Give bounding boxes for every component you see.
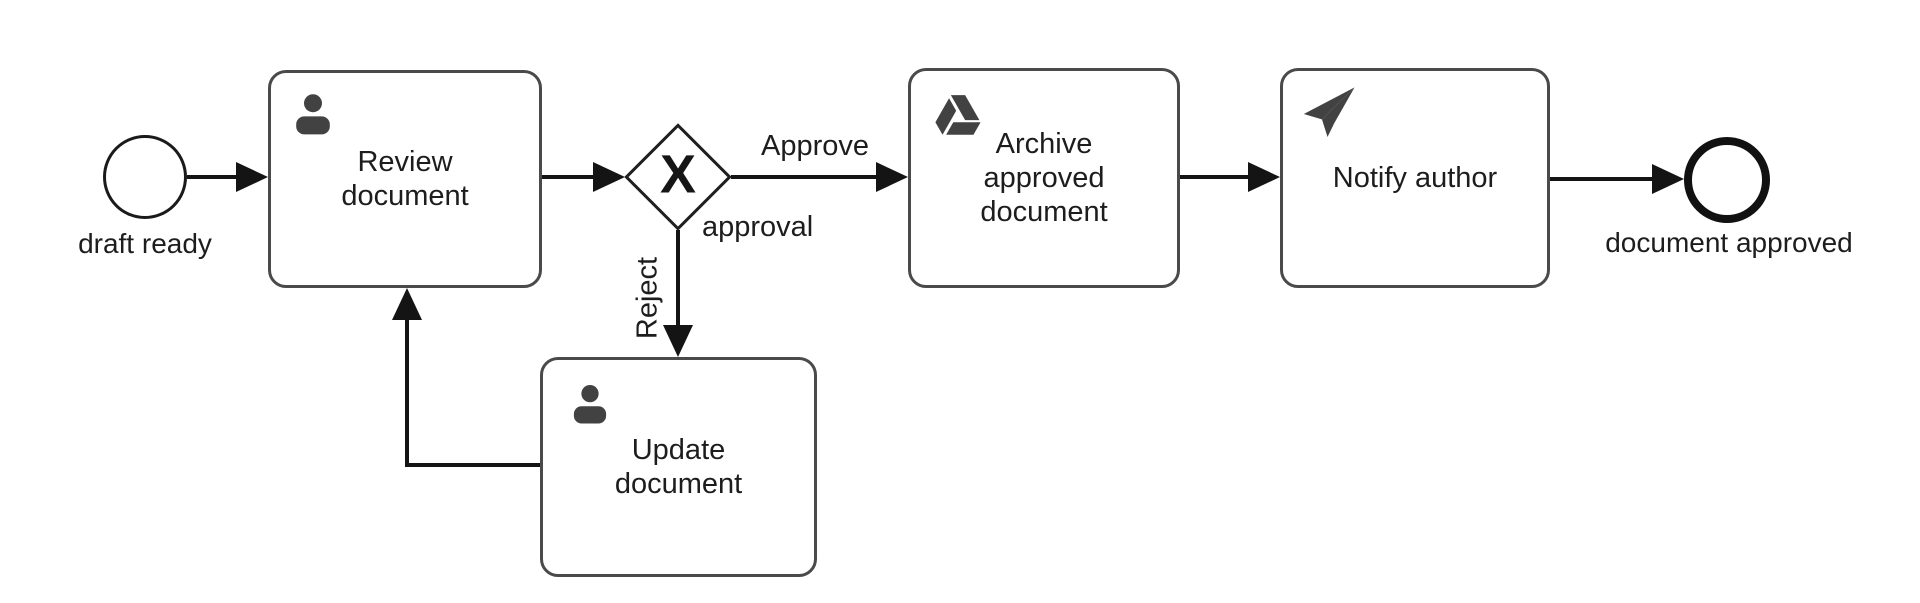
paper-plane-icon bbox=[1299, 85, 1357, 143]
flow-reject bbox=[676, 230, 680, 326]
task-update-document[interactable]: Update document bbox=[540, 357, 817, 577]
end-event[interactable] bbox=[1684, 137, 1770, 223]
task-review-document[interactable]: Review document bbox=[268, 70, 542, 288]
arrowhead-icon bbox=[876, 162, 908, 192]
flow-notify-to-end bbox=[1550, 177, 1653, 181]
arrowhead-icon bbox=[593, 162, 625, 192]
flow-update-to-review-horizontal bbox=[405, 463, 540, 467]
flow-review-to-gateway bbox=[542, 175, 594, 179]
arrowhead-icon bbox=[1652, 164, 1684, 194]
flow-label-approve: Approve bbox=[760, 130, 869, 162]
task-label: Notify author bbox=[1332, 162, 1498, 194]
start-event-label: draft ready bbox=[78, 228, 212, 259]
arrowhead-icon bbox=[1248, 162, 1280, 192]
arrowhead-icon bbox=[236, 162, 268, 192]
task-notify-author[interactable]: Notify author bbox=[1280, 68, 1550, 288]
task-label: Review document bbox=[341, 146, 469, 212]
flow-label-reject: Reject bbox=[631, 256, 664, 340]
user-icon bbox=[289, 89, 337, 139]
end-event-label: document approved bbox=[1605, 227, 1853, 258]
flow-update-to-review-vertical bbox=[405, 318, 409, 467]
flow-start-to-review bbox=[187, 175, 236, 179]
google-drive-icon bbox=[931, 91, 985, 141]
arrowhead-icon bbox=[663, 325, 693, 357]
gateway-label: approval bbox=[702, 211, 814, 243]
task-label: Update document bbox=[614, 434, 743, 500]
flow-approve bbox=[731, 175, 877, 179]
task-archive-approved-document[interactable]: Archive approved document bbox=[908, 68, 1180, 288]
gateway-x-marker: X bbox=[659, 144, 697, 205]
arrowhead-icon bbox=[392, 288, 422, 320]
user-icon bbox=[567, 380, 613, 428]
start-event[interactable] bbox=[103, 135, 187, 219]
flow-archive-to-notify bbox=[1180, 175, 1249, 179]
task-label: Archive approved document bbox=[980, 128, 1108, 228]
